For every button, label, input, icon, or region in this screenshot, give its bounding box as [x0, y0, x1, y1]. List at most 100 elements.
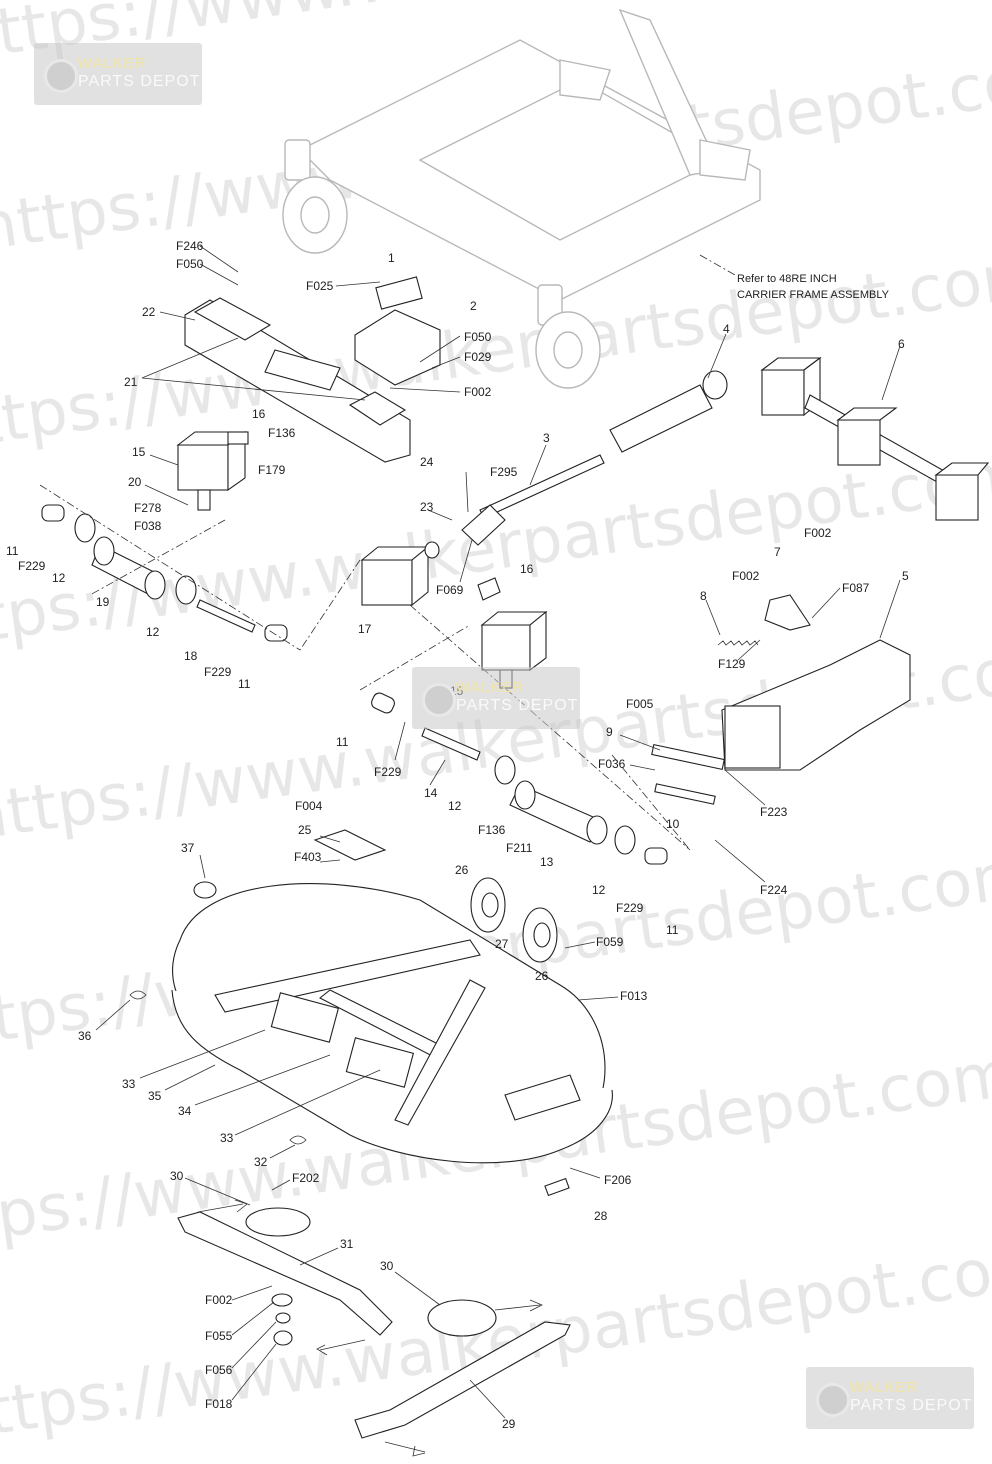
callout-label: F136: [478, 823, 506, 837]
callout-label: F246: [176, 239, 204, 253]
callout-label: 16: [520, 562, 534, 576]
callout-label: F136: [268, 426, 296, 440]
callout-label: 35: [148, 1089, 162, 1103]
callout-label: 27: [495, 937, 509, 951]
callout-label: 3: [543, 431, 550, 445]
callout-label: F223: [760, 805, 788, 819]
callout-label: F202: [292, 1171, 320, 1185]
callout-label: 30: [380, 1259, 394, 1273]
badge-brand-top: WALKER: [78, 55, 147, 72]
callout-label: 14: [424, 786, 438, 800]
carrier-frame: [282, 8, 761, 389]
walker-logo-icon: [422, 683, 456, 717]
washer-37: [193, 881, 217, 899]
callout-label: F018: [205, 1397, 233, 1411]
callout-label: 12: [592, 883, 606, 897]
callout-label: 25: [298, 823, 312, 837]
callout-label: F002: [464, 385, 492, 399]
spring-8: [717, 640, 759, 646]
blade-adapter-30a: [245, 1207, 311, 1237]
callout-label: 32: [254, 1155, 268, 1169]
callout-label: 33: [122, 1077, 136, 1091]
callout-labels: F246 F050 1 F025 2 F050 F029 22 21 F002 …: [6, 239, 909, 1431]
callout-label: 11: [336, 735, 349, 749]
callout-label: 9: [606, 725, 613, 739]
callout-label: 20: [128, 475, 142, 489]
callout-label: 17: [358, 622, 372, 636]
callout-label: 15: [132, 445, 146, 459]
blade-29: [354, 1321, 571, 1439]
gearbox-17: [360, 541, 440, 607]
callout-label: 11: [238, 677, 251, 691]
callout-label: 11: [666, 923, 679, 937]
callout-label: F069: [436, 583, 464, 597]
callout-label: 18: [184, 649, 198, 663]
clip-28: [544, 1177, 570, 1197]
washer-F056: [275, 1312, 291, 1324]
callout-label: F002: [804, 526, 832, 540]
watermark-badge-top: WALKER PARTS DEPOT: [34, 43, 202, 105]
svg-text:Refer to 48RE INCH: Refer to 48RE INCH: [737, 273, 837, 285]
callout-label: F129: [718, 657, 746, 671]
callout-label: F005: [626, 697, 654, 711]
shaft-14: [421, 727, 481, 761]
badge-brand-bottom: PARTS DEPOT: [456, 697, 579, 714]
callout-label: 36: [78, 1029, 92, 1043]
callout-label: 37: [181, 841, 195, 855]
gearbox-assembly-6: [760, 356, 990, 521]
callout-label: 10: [666, 817, 680, 831]
bracket-7: [764, 594, 811, 631]
callout-label: F059: [596, 935, 624, 949]
blade-31: [177, 1211, 393, 1336]
callout-label: 7: [774, 545, 781, 559]
pulley-26b: [522, 907, 558, 963]
callout-label: 1: [388, 251, 395, 265]
shaft-18: [196, 599, 256, 633]
callout-label: 30: [170, 1169, 184, 1183]
callout-label: F229: [616, 901, 644, 915]
callout-label: 19: [96, 595, 110, 609]
callout-label: 13: [540, 855, 554, 869]
callout-label: 11: [6, 544, 19, 558]
callout-label: 16: [252, 407, 266, 421]
bracket-25: [313, 829, 387, 861]
callout-label: 34: [178, 1104, 192, 1118]
driveshaft-4: [609, 384, 713, 453]
deck-hood: [184, 297, 411, 463]
callout-label: 33: [220, 1131, 234, 1145]
callout-label: F403: [294, 850, 322, 864]
mower-deck: [171, 883, 613, 1164]
callout-label: 26: [455, 863, 469, 877]
callout-label: 24: [420, 455, 434, 469]
bracket-16b: [477, 577, 501, 601]
callout-label: F278: [134, 501, 162, 515]
bearing-11: [41, 504, 65, 522]
callout-label: 4: [723, 322, 730, 336]
callout-label: 12: [448, 799, 462, 813]
callout-label: F038: [134, 519, 162, 533]
callout-label: F229: [18, 559, 46, 573]
callout-label: F050: [176, 257, 204, 271]
callout-label: 28: [594, 1209, 608, 1223]
badge-brand-top: WALKER: [456, 679, 525, 696]
callout-label: 23: [420, 500, 434, 514]
callout-label: F056: [205, 1363, 233, 1377]
callout-label: F179: [258, 463, 286, 477]
nut-F018: [273, 1330, 293, 1346]
callout-label: 5: [902, 569, 909, 583]
bracket-16: [227, 431, 249, 445]
pin-36: [129, 990, 147, 1000]
leader-lines: [95, 245, 901, 1419]
callout-label: F013: [620, 989, 648, 1003]
bar-9: [651, 743, 725, 771]
callout-label: F025: [306, 279, 334, 293]
callout-label: F229: [204, 665, 232, 679]
callout-label: F029: [464, 350, 492, 364]
callout-label: F229: [374, 765, 402, 779]
callout-label: F211: [506, 841, 533, 855]
callout-label: F004: [295, 799, 323, 813]
bearing-11b: [371, 692, 395, 714]
gearbox-left: [176, 430, 247, 511]
callout-label: 6: [898, 337, 905, 351]
